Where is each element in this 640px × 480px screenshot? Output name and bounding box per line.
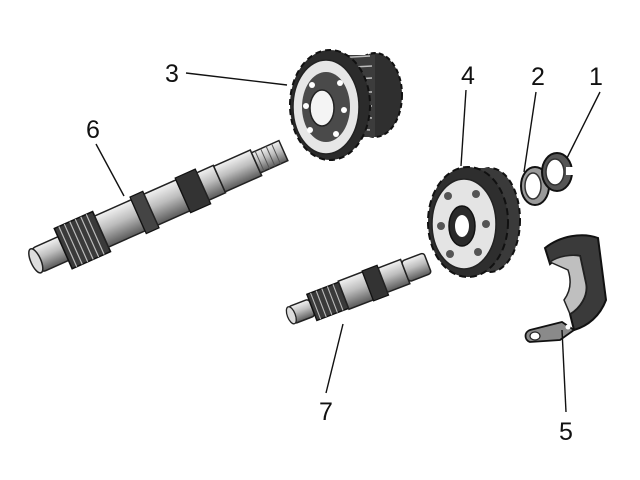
leader-line-7 — [325, 323, 344, 394]
gear-part-4 — [427, 166, 521, 278]
main-shaft-part-6 — [28, 139, 289, 274]
callout-label-1: 1 — [589, 63, 603, 91]
callout-label-5: 5 — [559, 418, 573, 446]
callout-label-7: 7 — [319, 398, 333, 426]
callout-labels: 1 2 3 4 5 6 7 — [86, 60, 603, 446]
leader-line-5 — [561, 329, 567, 413]
circlip-part-1 — [541, 152, 574, 192]
shift-fork-part-5 — [524, 234, 608, 343]
callout-label-4: 4 — [461, 62, 475, 90]
leader-line-6 — [95, 143, 125, 197]
cluster-gear-part-3 — [289, 49, 403, 161]
leader-line-1 — [566, 91, 601, 159]
leader-lines — [95, 72, 601, 413]
callout-label-2: 2 — [531, 63, 545, 91]
callout-label-6: 6 — [86, 116, 100, 144]
leader-line-2 — [523, 91, 537, 173]
leader-line-4 — [460, 89, 467, 167]
callout-label-3: 3 — [165, 60, 179, 88]
countershaft-part-7 — [285, 252, 432, 325]
leader-line-3 — [185, 72, 288, 86]
